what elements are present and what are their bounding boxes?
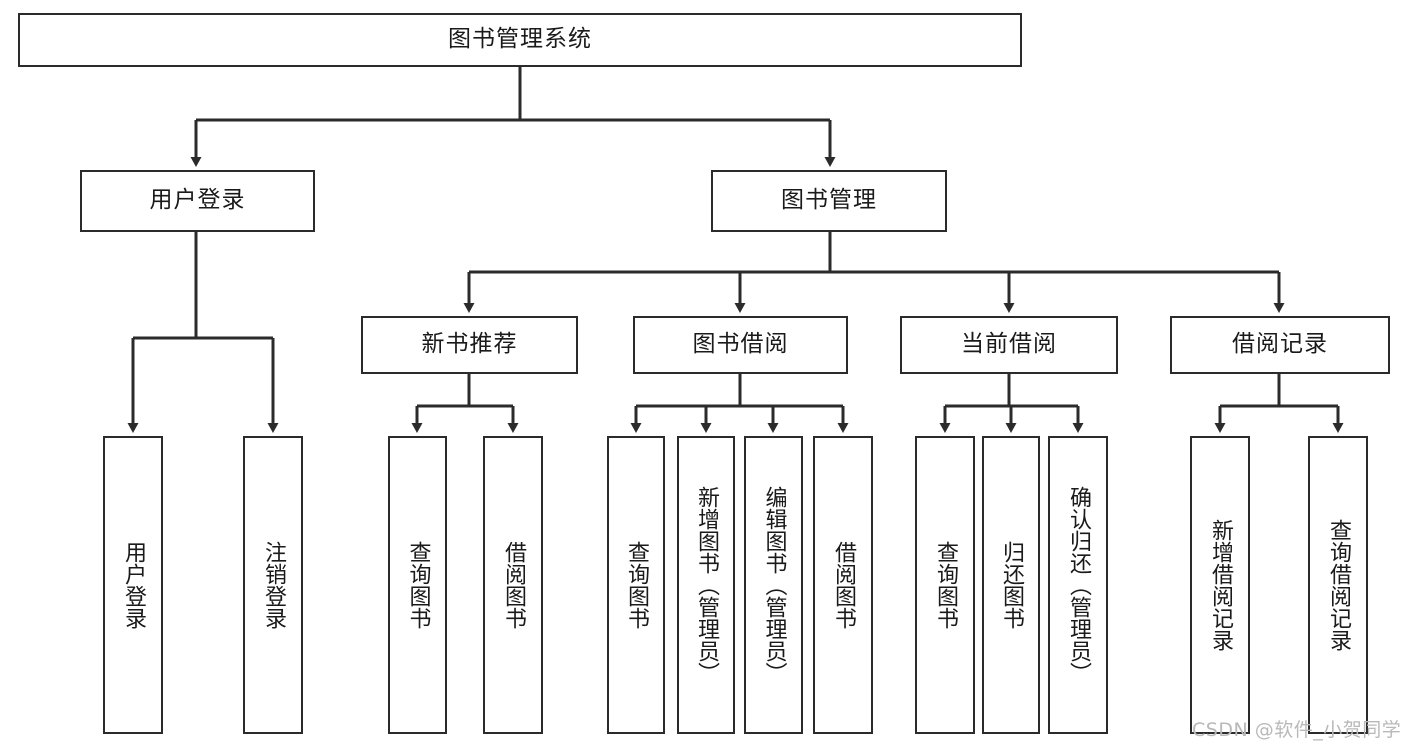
edge-group-new-book-rec: [411, 374, 519, 433]
edge-group-user-login: [127, 232, 279, 433]
node-current-borrow[interactable]: 当前借阅: [900, 316, 1118, 374]
node-book-borrow-label: 图书借阅: [692, 331, 789, 358]
node-book-borrow[interactable]: 图书借阅: [633, 316, 848, 374]
node-leaf-add-record-label: 新增借阅记录: [1207, 519, 1233, 651]
node-leaf-logout-label: 注销登录: [260, 541, 286, 629]
node-new-book-recommend[interactable]: 新书推荐: [361, 316, 578, 374]
node-root[interactable]: 图书管理系统: [18, 13, 1022, 67]
node-leaf-query-book-3[interactable]: 查询图书: [915, 436, 975, 734]
node-book-manage[interactable]: 图书管理: [711, 170, 947, 232]
node-leaf-query-book-3-label: 查询图书: [932, 541, 958, 629]
node-leaf-borrow-book-1-label: 借阅图书: [500, 541, 526, 629]
node-new-book-recommend-label: 新书推荐: [421, 331, 518, 358]
node-leaf-borrow-book-2-label: 借阅图书: [830, 541, 856, 629]
node-leaf-query-record[interactable]: 查询借阅记录: [1308, 436, 1368, 734]
edge-group-borrow-record: [1214, 374, 1344, 433]
edge-group-book-manage: [463, 232, 1285, 313]
node-leaf-confirm-return[interactable]: 确认归还（管理员）: [1048, 436, 1108, 734]
node-leaf-confirm-return-label: 确认归还（管理员）: [1065, 486, 1091, 684]
node-leaf-query-book-2-label: 查询图书: [623, 541, 649, 629]
node-leaf-edit-book-label: 编辑图书（管理员）: [761, 486, 787, 684]
node-leaf-return-book[interactable]: 归还图书: [982, 436, 1040, 734]
node-leaf-query-book-1[interactable]: 查询图书: [388, 436, 447, 734]
node-leaf-query-book-2[interactable]: 查询图书: [607, 436, 665, 734]
edge-group-root: [190, 67, 836, 167]
node-leaf-query-book-1-label: 查询图书: [405, 541, 431, 629]
edge-group-book-borrow: [630, 374, 849, 433]
node-leaf-add-book-label: 新增图书（管理员）: [693, 486, 719, 684]
node-leaf-logout[interactable]: 注销登录: [243, 436, 303, 734]
node-root-label: 图书管理系统: [448, 26, 592, 53]
node-leaf-add-book[interactable]: 新增图书（管理员）: [677, 436, 735, 734]
edge-group-current-borrow: [939, 374, 1084, 433]
node-leaf-borrow-book-2[interactable]: 借阅图书: [813, 436, 873, 734]
node-user-login-label: 用户登录: [149, 187, 246, 214]
node-leaf-add-record[interactable]: 新增借阅记录: [1190, 436, 1250, 734]
csdn-watermark: CSDN @软件_小贺同学: [1192, 719, 1402, 741]
node-user-login[interactable]: 用户登录: [80, 170, 315, 232]
node-current-borrow-label: 当前借阅: [961, 331, 1057, 358]
node-leaf-query-record-label: 查询借阅记录: [1325, 519, 1351, 651]
node-borrow-record-label: 借阅记录: [1232, 331, 1328, 358]
node-leaf-return-book-label: 归还图书: [998, 541, 1024, 629]
node-book-manage-label: 图书管理: [781, 187, 877, 214]
node-borrow-record[interactable]: 借阅记录: [1170, 316, 1390, 374]
node-leaf-borrow-book-1[interactable]: 借阅图书: [483, 436, 543, 734]
node-leaf-user-login[interactable]: 用户登录: [103, 436, 163, 734]
node-leaf-user-login-label: 用户登录: [120, 541, 146, 629]
node-leaf-edit-book[interactable]: 编辑图书（管理员）: [744, 436, 803, 734]
